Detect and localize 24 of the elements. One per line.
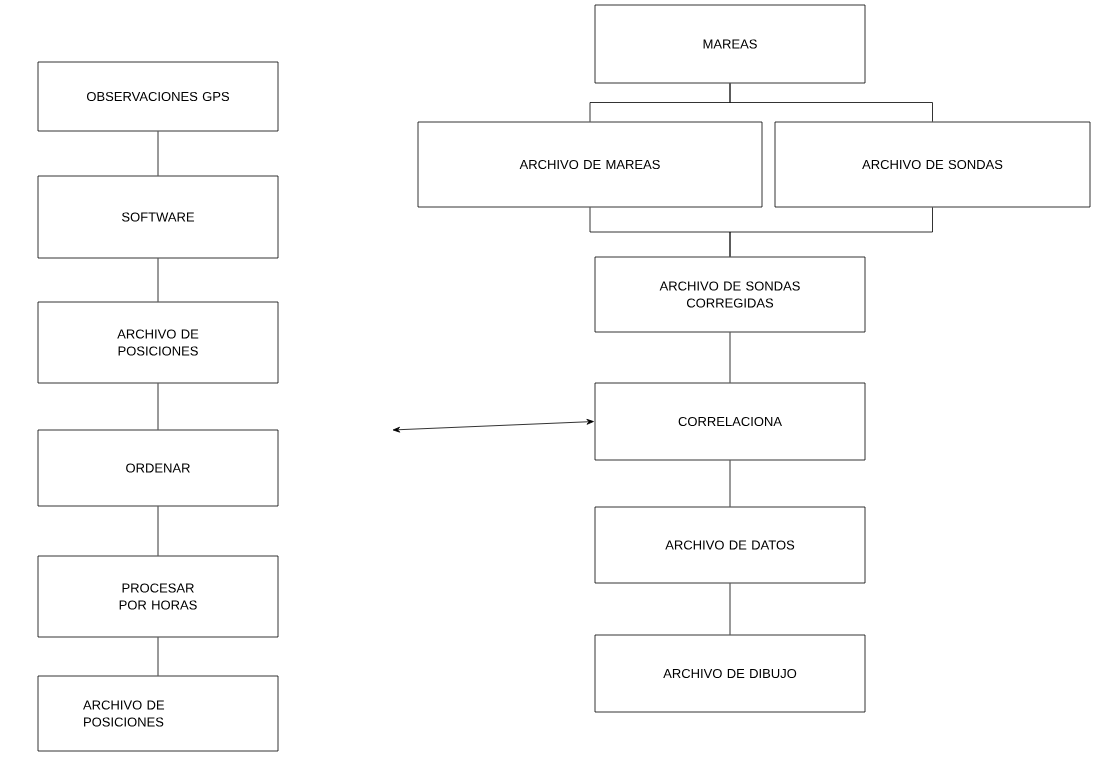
connector-line — [157, 506, 159, 556]
process-box: ARCHIVO DE DIBUJO — [594, 634, 866, 713]
connector-line — [157, 258, 159, 302]
process-box: ARCHIVO DE POSICIONES — [37, 301, 279, 384]
connector-line — [729, 83, 933, 122]
connector-line — [729, 332, 731, 383]
process-box: ARCHIVO DE POSICIONES — [37, 675, 279, 752]
process-box: ARCHIVO DE DATOS — [594, 506, 866, 584]
connector-line — [729, 460, 731, 507]
process-box: MAREAS — [594, 4, 866, 84]
process-box: ORDENAR — [37, 429, 279, 507]
connector-line — [157, 131, 159, 176]
connector-line — [157, 383, 159, 430]
process-box: OBSERVACIONES GPS — [37, 61, 279, 132]
connector-line — [729, 207, 933, 257]
process-box: ARCHIVO DE MAREAS — [417, 121, 763, 208]
process-box: CORRELACIONA — [594, 382, 866, 461]
process-box: SOFTWARE — [37, 175, 279, 259]
process-box: ARCHIVO DE SONDAS CORREGIDAS — [594, 256, 866, 333]
process-box: ARCHIVO DE SONDAS — [774, 121, 1091, 208]
process-box: PROCESAR POR HORAS — [37, 555, 279, 638]
connector-line — [157, 637, 159, 676]
double-arrow — [392, 418, 594, 433]
connector-line — [729, 583, 731, 635]
